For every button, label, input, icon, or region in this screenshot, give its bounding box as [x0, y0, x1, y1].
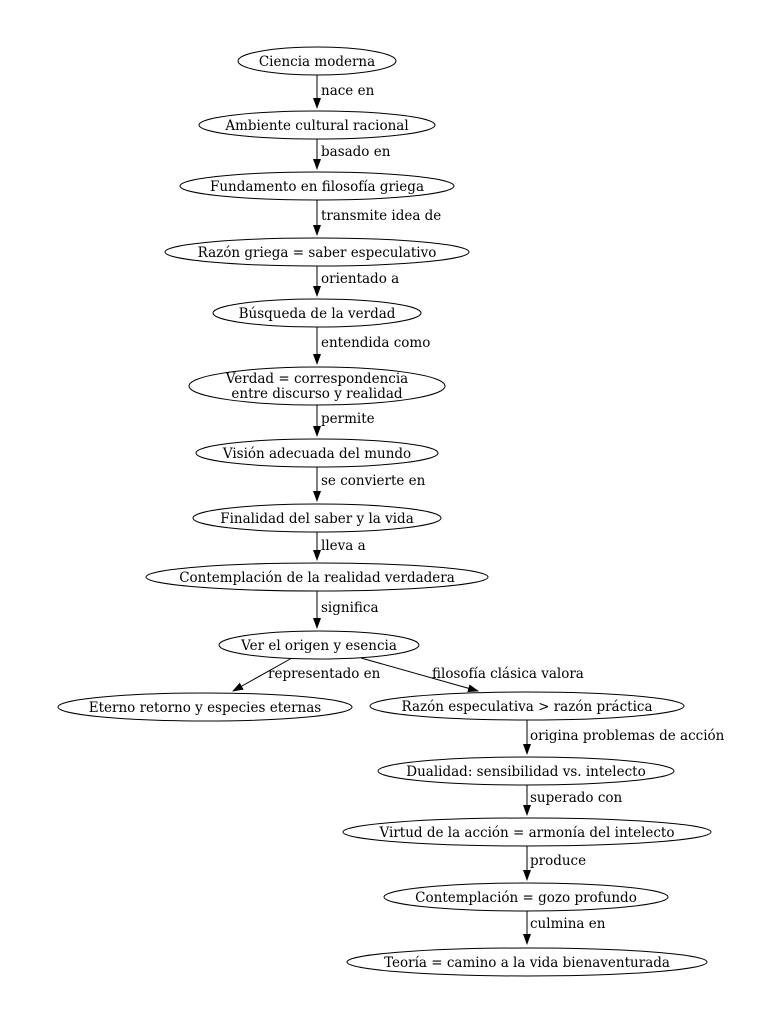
edge-origina-problemas: origina problemas de acción [523, 720, 725, 755]
node-label: Dualidad: sensibilidad vs. intelecto [406, 764, 645, 780]
node-ciencia-moderna: Ciencia moderna [237, 46, 397, 76]
node-label: Virtud de la acción = armonía del intele… [379, 825, 675, 841]
edge-nace-en: nace en [313, 75, 375, 109]
node-contemplacion-gozo: Contemplación = gozo profundo [383, 882, 669, 912]
node-label: Finalidad del saber y la vida [220, 511, 414, 527]
node-label: Contemplación de la realidad verdadera [179, 570, 455, 586]
node-fundamento-filosofia: Fundamento en filosofía griega [179, 171, 455, 201]
edge-label: orientado a [321, 271, 399, 287]
node-razon-especulativa: Razón especulativa > razón práctica [369, 691, 685, 721]
edge-label: representado en [268, 666, 381, 682]
edge-basado-en: basado en [313, 139, 391, 170]
node-label: Visión adecuada del mundo [222, 446, 411, 462]
edge-label: culmina en [530, 916, 606, 932]
node-ver-origen: Ver el origen y esencia [218, 630, 420, 660]
node-label: Ciencia moderna [259, 54, 375, 70]
node-label: Fundamento en filosofía griega [210, 179, 424, 195]
edge-label: transmite idea de [321, 208, 441, 224]
node-virtud-accion: Virtud de la acción = armonía del intele… [342, 817, 712, 847]
node-busqueda-verdad: Búsqueda de la verdad [212, 298, 422, 328]
node-label: Ver el origen y esencia [240, 638, 397, 654]
edge-label: se convierte en [321, 473, 426, 489]
edge-label: entendida como [321, 335, 430, 351]
node-label-line-1: Verdad = correspondencia [225, 371, 408, 387]
edge-label: superado con [530, 790, 623, 806]
edges: nace en basado en transmite idea de orie… [232, 75, 725, 945]
edge-filosofia-clasica-valora: filosofía clásica valora [360, 657, 584, 693]
node-eterno-retorno: Eterno retorno y especies eternas [57, 692, 353, 722]
node-label: Contemplación = gozo profundo [415, 890, 637, 906]
edge-significa: significa [313, 591, 379, 629]
node-label: Razón especulativa > razón práctica [401, 699, 652, 715]
node-finalidad-saber: Finalidad del saber y la vida [192, 503, 442, 533]
edge-label: origina problemas de acción [530, 728, 725, 744]
node-label: Razón griega = saber especulativo [198, 245, 437, 261]
node-razon-griega: Razón griega = saber especulativo [164, 237, 470, 267]
edge-se-convierte-en: se convierte en [313, 467, 426, 502]
edge-label: permite [321, 411, 375, 427]
edge-superado-con: superado con [523, 785, 623, 816]
edge-label: nace en [321, 83, 375, 99]
node-label: Búsqueda de la verdad [239, 306, 396, 322]
edge-label: produce [530, 853, 586, 869]
node-label: Teoría = camino a la vida bienaventurada [384, 955, 670, 971]
edge-permite: permite [313, 405, 375, 437]
edge-label: lleva a [321, 538, 366, 554]
node-vision-adecuada: Visión adecuada del mundo [195, 438, 439, 468]
edge-lleva-a: lleva a [313, 532, 366, 561]
edge-transmite-idea-de: transmite idea de [313, 200, 441, 236]
node-dualidad: Dualidad: sensibilidad vs. intelecto [377, 756, 675, 786]
node-label: Ambiente cultural racional [224, 118, 408, 134]
edge-label: basado en [321, 144, 391, 160]
edge-label: filosofía clásica valora [432, 666, 584, 682]
nodes: Ciencia moderna Ambiente cultural racion… [57, 46, 712, 977]
edge-representado-en: representado en [232, 657, 381, 692]
edge-produce: produce [523, 846, 586, 881]
node-teoria-camino: Teoría = camino a la vida bienaventurada [346, 947, 708, 977]
node-label: Eterno retorno y especies eternas [89, 700, 322, 716]
edge-label: significa [321, 600, 379, 616]
node-ambiente-cultural: Ambiente cultural racional [198, 110, 436, 140]
node-verdad-correspondencia: Verdad = correspondencia entre discurso … [188, 366, 446, 406]
edge-orientado-a: orientado a [313, 266, 399, 297]
node-contemplacion-realidad: Contemplación de la realidad verdadera [145, 562, 489, 592]
node-label-line-2: entre discurso y realidad [231, 386, 403, 402]
edge-culmina-en: culmina en [523, 911, 606, 945]
edge-entendida-como: entendida como [313, 327, 430, 365]
